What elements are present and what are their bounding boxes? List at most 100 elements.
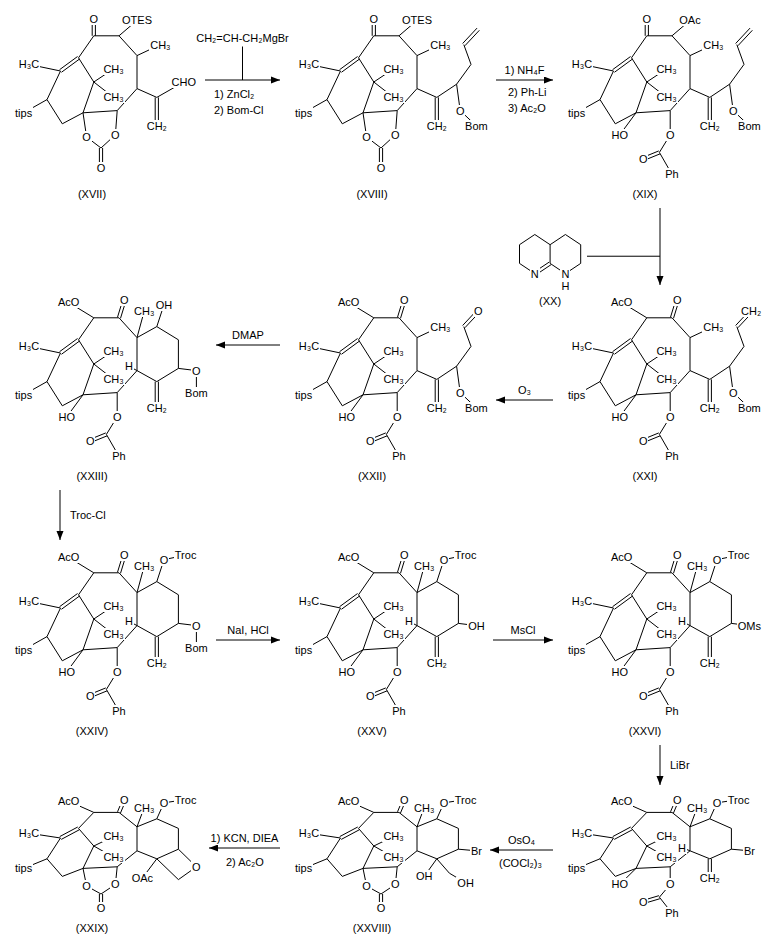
atom-label: CH₃ (686, 560, 708, 572)
bond-line (62, 868, 83, 876)
atom-label: CH₂ (146, 657, 168, 669)
compound-structure: H₃CtipsCH₃CH₃OOTESCH₃OOOCHOCH₂(XVII) (5, 8, 200, 203)
bond-line (61, 59, 79, 72)
bond-line (636, 364, 647, 395)
atom-label: O (638, 435, 649, 447)
bond-line (437, 859, 450, 873)
bond-line (458, 828, 459, 849)
atom-label: OAc (131, 872, 154, 884)
bond-line (178, 828, 179, 849)
atom-label: tips (294, 862, 313, 874)
atom-label: CH₃ (429, 321, 451, 333)
bond-line (636, 619, 647, 650)
bond-line (119, 812, 137, 826)
atom-label: CH₂ (740, 305, 762, 317)
bond-line (83, 364, 94, 395)
compound-structure: H₃CtipsCH₃CH₃AcOOCH₃HOOOPhHOTrocBrCH₂ (558, 790, 758, 922)
bond-line (464, 327, 471, 347)
bond-line (437, 623, 459, 636)
bond-line (83, 619, 94, 650)
bond-line (47, 382, 62, 406)
bond-line (359, 318, 374, 340)
atom-label: O (96, 902, 107, 914)
bond-line (178, 595, 179, 624)
atom-label: O (728, 387, 739, 399)
bond-line (417, 56, 418, 89)
bond-line (417, 89, 437, 98)
atom-label: O (89, 13, 100, 25)
bond-line (632, 58, 647, 82)
bond-line (613, 339, 631, 352)
bond-line (94, 812, 119, 813)
atom-label: CH₃ (382, 628, 404, 640)
atom-label: HO (611, 666, 630, 678)
atom-label: H₃C (18, 827, 40, 839)
reagent-label: 2) Bom-Cl (212, 104, 266, 117)
reaction-arrow (496, 397, 553, 404)
bond-line (437, 582, 459, 595)
atom-label: O (361, 131, 372, 143)
atom-label: tips (14, 389, 33, 401)
bond-line (737, 327, 744, 347)
atom-label: Ph (391, 450, 406, 462)
compound-number: (XXIX) (75, 922, 109, 934)
atom-label: CH₃ (133, 305, 155, 317)
bond-line (615, 650, 636, 661)
bond-line (374, 572, 399, 573)
arrow-line (216, 345, 280, 346)
reaction-arrow (657, 745, 664, 785)
bond-line (47, 353, 61, 382)
bond-line (690, 582, 710, 593)
bond-line (137, 371, 157, 382)
bond-line (359, 340, 374, 364)
bond-line (342, 395, 363, 406)
bond-line (79, 340, 94, 364)
atom-label: H (124, 615, 134, 627)
compound-structure: H₃CtipsCH₃CH₃AcOOCH₃OOOOTrocBrOHOH(XXVII… (285, 790, 485, 936)
compound-number: (XXI) (631, 470, 658, 482)
atom-label: tips (294, 644, 313, 656)
bond-line (417, 593, 418, 626)
atom-label: HO (611, 411, 630, 423)
atom-label: O (672, 294, 683, 306)
bond-line (62, 113, 83, 124)
reagent-label: CH₂=CH-CH₂MgBr (194, 32, 291, 45)
bond-line (157, 849, 179, 859)
atom-label: CH₃ (102, 851, 124, 863)
atom-label: Troc (727, 549, 751, 561)
atom-label: H₃C (298, 827, 320, 839)
atom-label: O (119, 794, 130, 806)
bond-line (327, 353, 341, 382)
atom-label: CH₃ (382, 600, 404, 612)
atom-label: O (638, 153, 649, 165)
bond-line (632, 573, 647, 595)
arrow-line (660, 208, 661, 285)
atom-label: O (392, 411, 403, 423)
bond-line (464, 45, 471, 65)
bond-line (457, 346, 471, 366)
atom-label: AcO (610, 296, 633, 308)
atom-label: O (390, 129, 401, 141)
atom-label: H₃C (571, 827, 593, 839)
bond-line (60, 827, 78, 837)
atom-label: HO (58, 666, 77, 678)
atom-label: AcO (610, 551, 633, 563)
atom-label: O (376, 162, 387, 174)
atom-label: O (159, 554, 170, 566)
atom-label: HO (338, 666, 357, 678)
bond-line (632, 340, 647, 364)
reagent-label: DMAP (230, 329, 266, 342)
atom-label: CH₃ (413, 802, 435, 814)
atom-label: H (677, 615, 687, 627)
atom-label: CH₃ (655, 830, 677, 842)
bond-line (399, 812, 417, 826)
atom-label: O (399, 794, 410, 806)
arrow-head (209, 845, 218, 852)
reagent-label: 1) KCN, DIEA (209, 832, 281, 845)
atom-label: O (96, 162, 107, 174)
bond-line (690, 626, 710, 637)
atom-label: CH₃ (102, 91, 124, 103)
atom-label: O (455, 387, 466, 399)
bond-line (79, 812, 94, 828)
atom-label: OH (467, 620, 486, 632)
